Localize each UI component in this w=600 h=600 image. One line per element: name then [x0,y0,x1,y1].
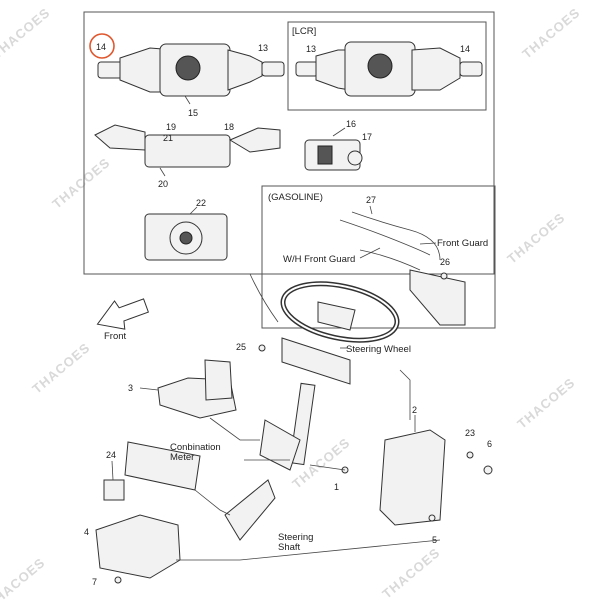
svg-text:THACOES: THACOES [519,5,583,62]
front-arrow: Front [96,298,150,342]
label-3: 3 [128,383,133,393]
label-14: 14 [96,42,106,52]
lcr-box [287,21,487,111]
switch-components: 19 21 18 20 16 17 22 [94,119,372,261]
label-5: 5 [432,535,437,545]
svg-text:THACOES: THACOES [514,375,578,432]
label-1: 1 [334,482,339,492]
lcr-label-14: 14 [460,44,470,54]
label-19: 19 [166,122,176,132]
bracket-part-2: 2 23 6 1 5 [309,405,493,545]
label-4: 4 [84,527,89,537]
wh-front-guard-label: W/H Front Guard [283,254,355,265]
label-24: 24 [106,450,116,460]
label-21: 21 [163,133,173,143]
label-6: 6 [487,439,492,449]
label-13: 13 [258,43,268,53]
label-15: 15 [188,108,198,118]
label-2: 2 [412,405,417,415]
assembly-leader-lines [176,369,441,561]
shaft-label-2: Shaft [278,542,301,553]
label-26: 26 [440,257,450,267]
gasoline-harness: (GASOLINE) 27 Front Guard W/H Front Guar… [268,192,488,326]
combination-switch-lcr: [LCR] 13 14 [292,26,483,97]
front-label: Front [104,331,127,342]
label-17: 17 [362,132,372,142]
watermark-layer: THACOES THACOES THACOES THACOES THACOES … [0,5,583,600]
svg-text:THACOES: THACOES [0,5,53,62]
svg-text:THACOES: THACOES [49,155,113,212]
label-18: 18 [224,122,234,132]
combination-switch-left [97,43,285,105]
meter-label-2: Meter [170,452,194,463]
label-7: 7 [92,577,97,587]
svg-text:THACOES: THACOES [29,340,93,397]
label-20: 20 [158,179,168,189]
meter-label-1: Conbination [170,442,221,453]
steering-shaft: Steering Shaft [224,479,313,553]
shaft-label-1: Steering [278,532,313,543]
front-guard-label: Front Guard [437,238,488,249]
lower-cover: 4 7 [84,514,181,587]
label-22: 22 [196,198,206,208]
svg-text:THACOES: THACOES [0,555,48,600]
svg-text:THACOES: THACOES [504,210,568,267]
leader-line [249,273,279,323]
steering-column: 25 [236,337,351,471]
highlight-circle [89,33,115,59]
label-23: 23 [465,428,475,438]
gasoline-box [261,185,496,329]
top-detail-box [83,11,495,275]
steering-wheel: Steering Wheel [280,281,411,355]
svg-text:THACOES: THACOES [379,545,443,600]
label-27: 27 [366,195,376,205]
steering-wheel-label: Steering Wheel [346,344,411,355]
gasoline-title: (GASOLINE) [268,192,323,203]
lcr-title: [LCR] [292,26,316,37]
column-shroud: 3 [128,359,237,419]
combination-meter: Conbination Meter 24 [103,441,221,501]
lcr-label-13: 13 [306,44,316,54]
label-16: 16 [346,119,356,129]
label-25: 25 [236,342,246,352]
